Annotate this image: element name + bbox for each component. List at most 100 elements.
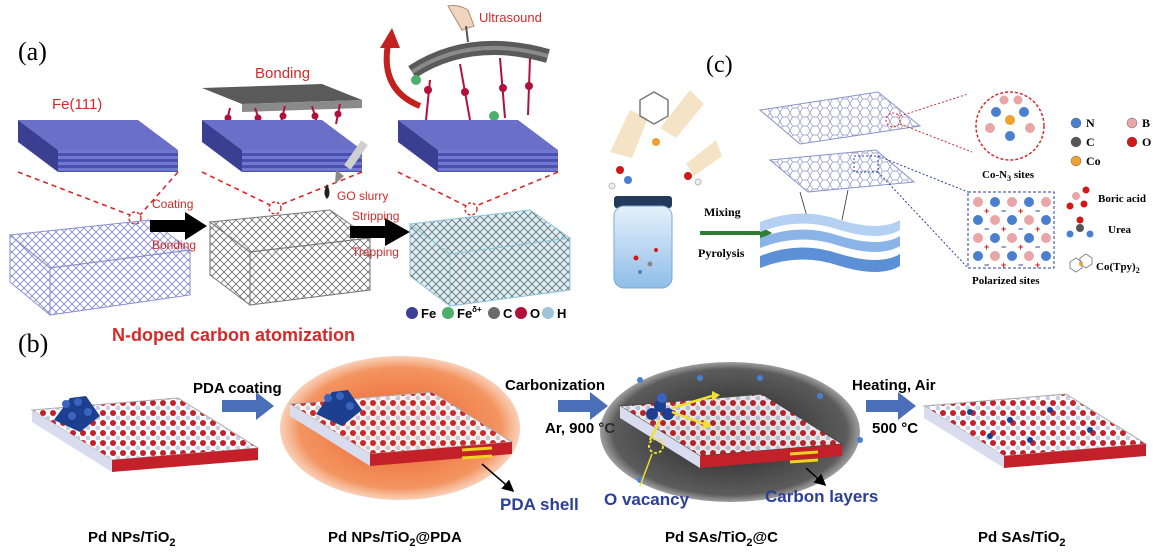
panel-b-label: (b) <box>18 329 48 358</box>
legend-a-label-2: C <box>503 306 513 321</box>
lattice-atom <box>990 215 1000 225</box>
legend-a-swatch-2 <box>488 307 500 319</box>
panel-a-label: (a) <box>18 37 47 66</box>
lattice-charge: + <box>1018 242 1023 252</box>
lattice-charge: − <box>984 224 989 234</box>
pipette-icon <box>335 140 368 184</box>
ultrasound-red-arrow <box>380 28 422 109</box>
lattice-atom <box>973 251 983 261</box>
coating-bonding-arrow <box>150 212 207 240</box>
caption-4: Pd SAs/TiO2 <box>978 529 1066 549</box>
lattice-atom <box>1041 233 1051 243</box>
lattice-charge: − <box>984 260 989 270</box>
caption-1: Pd NPs/TiO2 <box>88 529 176 549</box>
lattice-charge: − <box>1018 260 1023 270</box>
bonding-label: Bonding <box>255 65 310 82</box>
caption-3: Pd SAs/TiO2@C <box>665 529 778 549</box>
mixing-label: Mixing <box>704 205 741 219</box>
legend-c-swatch-0 <box>1070 117 1082 129</box>
co-n3-site-zoom <box>885 91 1045 161</box>
lattice-charge: + <box>1035 224 1040 234</box>
panel-c-label: (c) <box>706 52 733 78</box>
co-tpy2-icon <box>1069 253 1093 273</box>
legend-c-label-0: N <box>1086 116 1095 130</box>
heating-air-label: Heating, Air <box>852 377 936 394</box>
lattice-atom <box>1007 251 1017 261</box>
go-drop-icon <box>324 184 330 199</box>
zoom-lines-3 <box>397 171 559 216</box>
fe111-label: Fe(111) <box>52 96 102 113</box>
legend-a-swatch-3 <box>515 307 527 319</box>
graphene-layer-bonded <box>202 84 362 112</box>
precursor-molecules <box>608 90 722 190</box>
legend-c-label-4: Co <box>1086 154 1101 168</box>
lattice-charge: − <box>1035 206 1040 216</box>
legend-c-swatch-3 <box>1126 136 1138 148</box>
legend-a-swatch-4 <box>542 307 554 319</box>
ar-900-label: Ar, 900 °C <box>545 420 615 437</box>
legend-c-label-2: C <box>1086 135 1095 149</box>
pd-sas-tio2-c-slab <box>600 362 863 502</box>
layered-carbon-stack <box>760 213 900 272</box>
legend-c-swatch-4 <box>1070 155 1082 167</box>
trapped-foam-block <box>408 209 572 307</box>
lattice-atom <box>973 215 983 225</box>
pda-shell-label: PDA shell <box>500 495 579 514</box>
panel-b-title: N-doped carbon atomization <box>112 325 355 345</box>
lattice-atom <box>973 197 983 207</box>
iron-foam-block <box>8 219 192 317</box>
boric-acid-icon <box>1066 186 1090 210</box>
lattice-atom <box>990 251 1000 261</box>
lattice-charge: − <box>1001 242 1006 252</box>
temp-500-label: 500 °C <box>872 420 918 437</box>
urea-icon <box>1066 216 1094 238</box>
lattice-charge: + <box>984 206 989 216</box>
co-n3-sites-label: Co-N3 sites <box>982 169 1035 183</box>
lattice-charge: + <box>1035 260 1040 270</box>
pda-shell-indicator <box>461 446 515 492</box>
polarized-site-lattice: +−+−−+−++−+−−+−+ <box>973 197 1051 270</box>
lattice-atom <box>1007 233 1017 243</box>
lattice-charge: + <box>1001 260 1006 270</box>
lattice-atom <box>1024 233 1034 243</box>
bn-carbon-sheets <box>758 91 922 221</box>
polarized-sites-label: Polarized sites <box>972 275 1040 287</box>
lattice-charge: − <box>1035 242 1040 252</box>
lattice-atom <box>990 197 1000 207</box>
carbonization-arrow <box>558 392 608 420</box>
lattice-atom <box>990 233 1000 243</box>
legend-a-label-3: O <box>530 306 540 321</box>
legend-c-swatch-2 <box>1070 136 1082 148</box>
fe-slab-2 <box>202 120 362 172</box>
legend-c-swatch-1 <box>1126 117 1138 129</box>
boric-acid-label: Boric acid <box>1098 193 1146 205</box>
lattice-atom <box>1024 215 1034 225</box>
arrow1-bottom-label: Bonding <box>152 238 196 252</box>
heating-air-arrow <box>866 392 916 420</box>
pda-coating-arrow <box>222 392 274 420</box>
caption-2: Pd NPs/TiO2@PDA <box>328 529 462 549</box>
co-tpy2-label: Co(Tpy)2 <box>1096 261 1140 275</box>
go-slurry-label: GO slurry <box>337 189 388 203</box>
legend-a-label-0: Fe <box>421 306 436 321</box>
lattice-atom <box>1041 215 1051 225</box>
carbonization-label: Carbonization <box>505 377 605 394</box>
legend-c-label-1: B <box>1142 116 1150 130</box>
pd-sas-tio2-slab <box>922 393 1148 468</box>
ultrasound-label: Ultrasound <box>479 10 542 25</box>
pyrolysis-label: Pyrolysis <box>698 246 745 260</box>
stripped-molecules <box>411 57 533 121</box>
zoom-lines-1 <box>17 171 179 225</box>
zoom-lines-2 <box>201 171 363 215</box>
o-vacancy-label: O vacancy <box>604 490 690 509</box>
urea-label: Urea <box>1108 224 1132 236</box>
lattice-charge: + <box>1018 206 1023 216</box>
carbon-layers-label: Carbon layers <box>765 487 878 506</box>
legend-a-label-4: H <box>557 306 566 321</box>
carbon-layers-indicator <box>789 450 827 486</box>
lattice-atom <box>1041 251 1051 261</box>
legend-c-label-3: O <box>1142 135 1151 149</box>
arrow2-top-label: Stripping <box>352 209 399 223</box>
